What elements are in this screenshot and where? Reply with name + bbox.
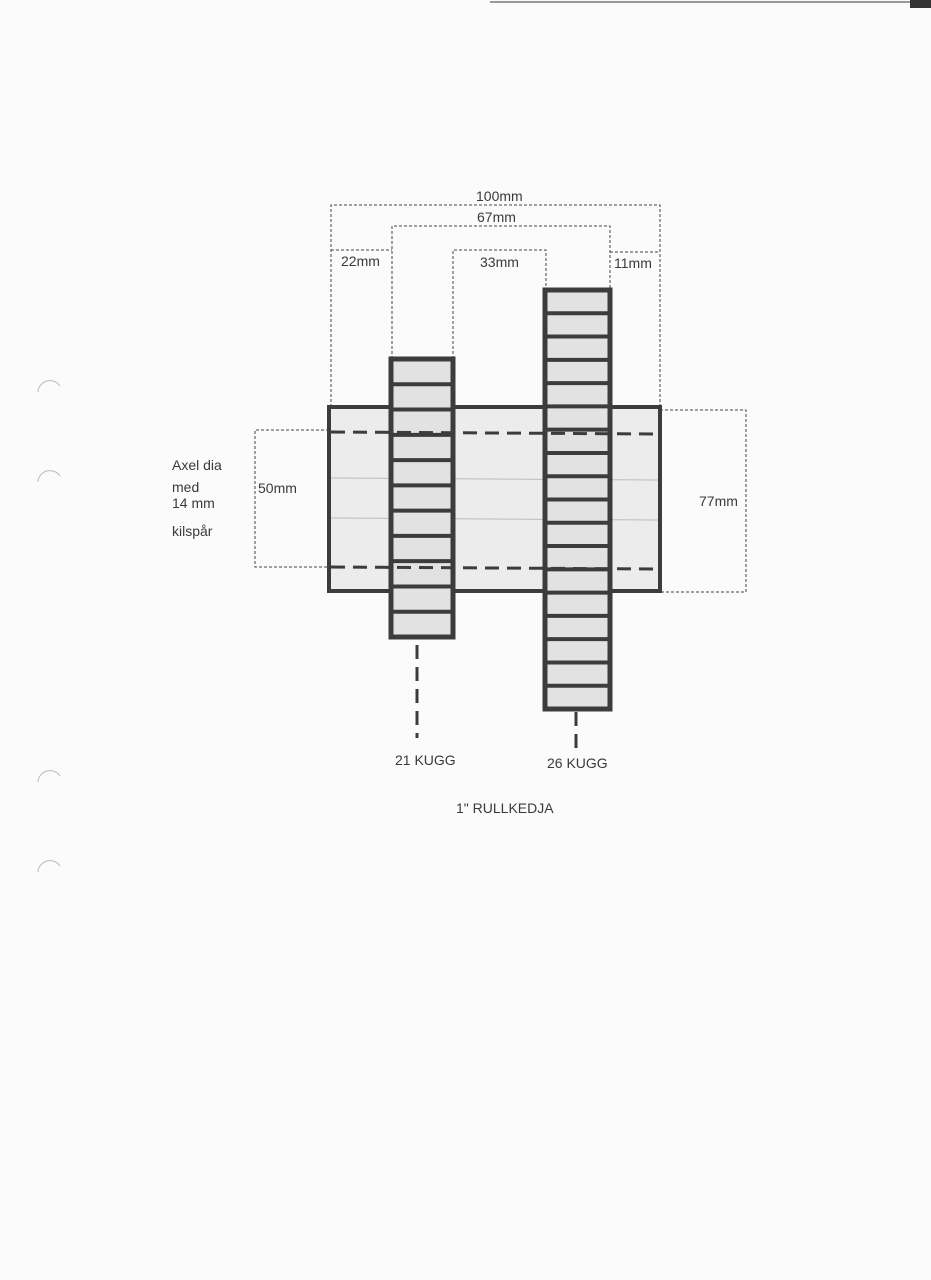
keyway-line-bottom	[330, 565, 659, 571]
dim-77mm	[660, 409, 747, 593]
label-21-kugg: 21 KUGG	[395, 752, 456, 768]
sprocket-body	[388, 356, 456, 640]
sprocket-26-teeth	[542, 287, 613, 712]
shaft-note-line: Axel dia	[172, 457, 222, 473]
label-33mm: 33mm	[480, 254, 519, 270]
label-22mm: 22mm	[341, 253, 380, 269]
shaft-note-line: 14 mm	[172, 495, 215, 511]
label-chain: 1" RULLKEDJA	[456, 800, 554, 816]
label-50mm: 50mm	[258, 480, 297, 496]
shaft-note-line: med	[172, 479, 200, 495]
label-11mm: 11mm	[614, 255, 652, 271]
sprocket-21-teeth	[388, 356, 456, 640]
dim-50mm	[254, 429, 329, 568]
dim-67mm	[391, 225, 611, 359]
label-77mm: 77mm	[699, 493, 738, 509]
label-26-kugg: 26 KUGG	[547, 755, 608, 771]
keyway-line-top	[330, 430, 659, 436]
label-67mm: 67mm	[477, 209, 516, 225]
scan-corner-mark	[910, 0, 931, 8]
punch-holes	[37, 380, 61, 873]
shaft-note-line: kilspår	[172, 523, 213, 539]
dim-33mm	[452, 249, 547, 359]
label-100mm: 100mm	[476, 188, 523, 204]
dimension-lines	[254, 204, 747, 593]
dim-100mm	[330, 204, 661, 407]
